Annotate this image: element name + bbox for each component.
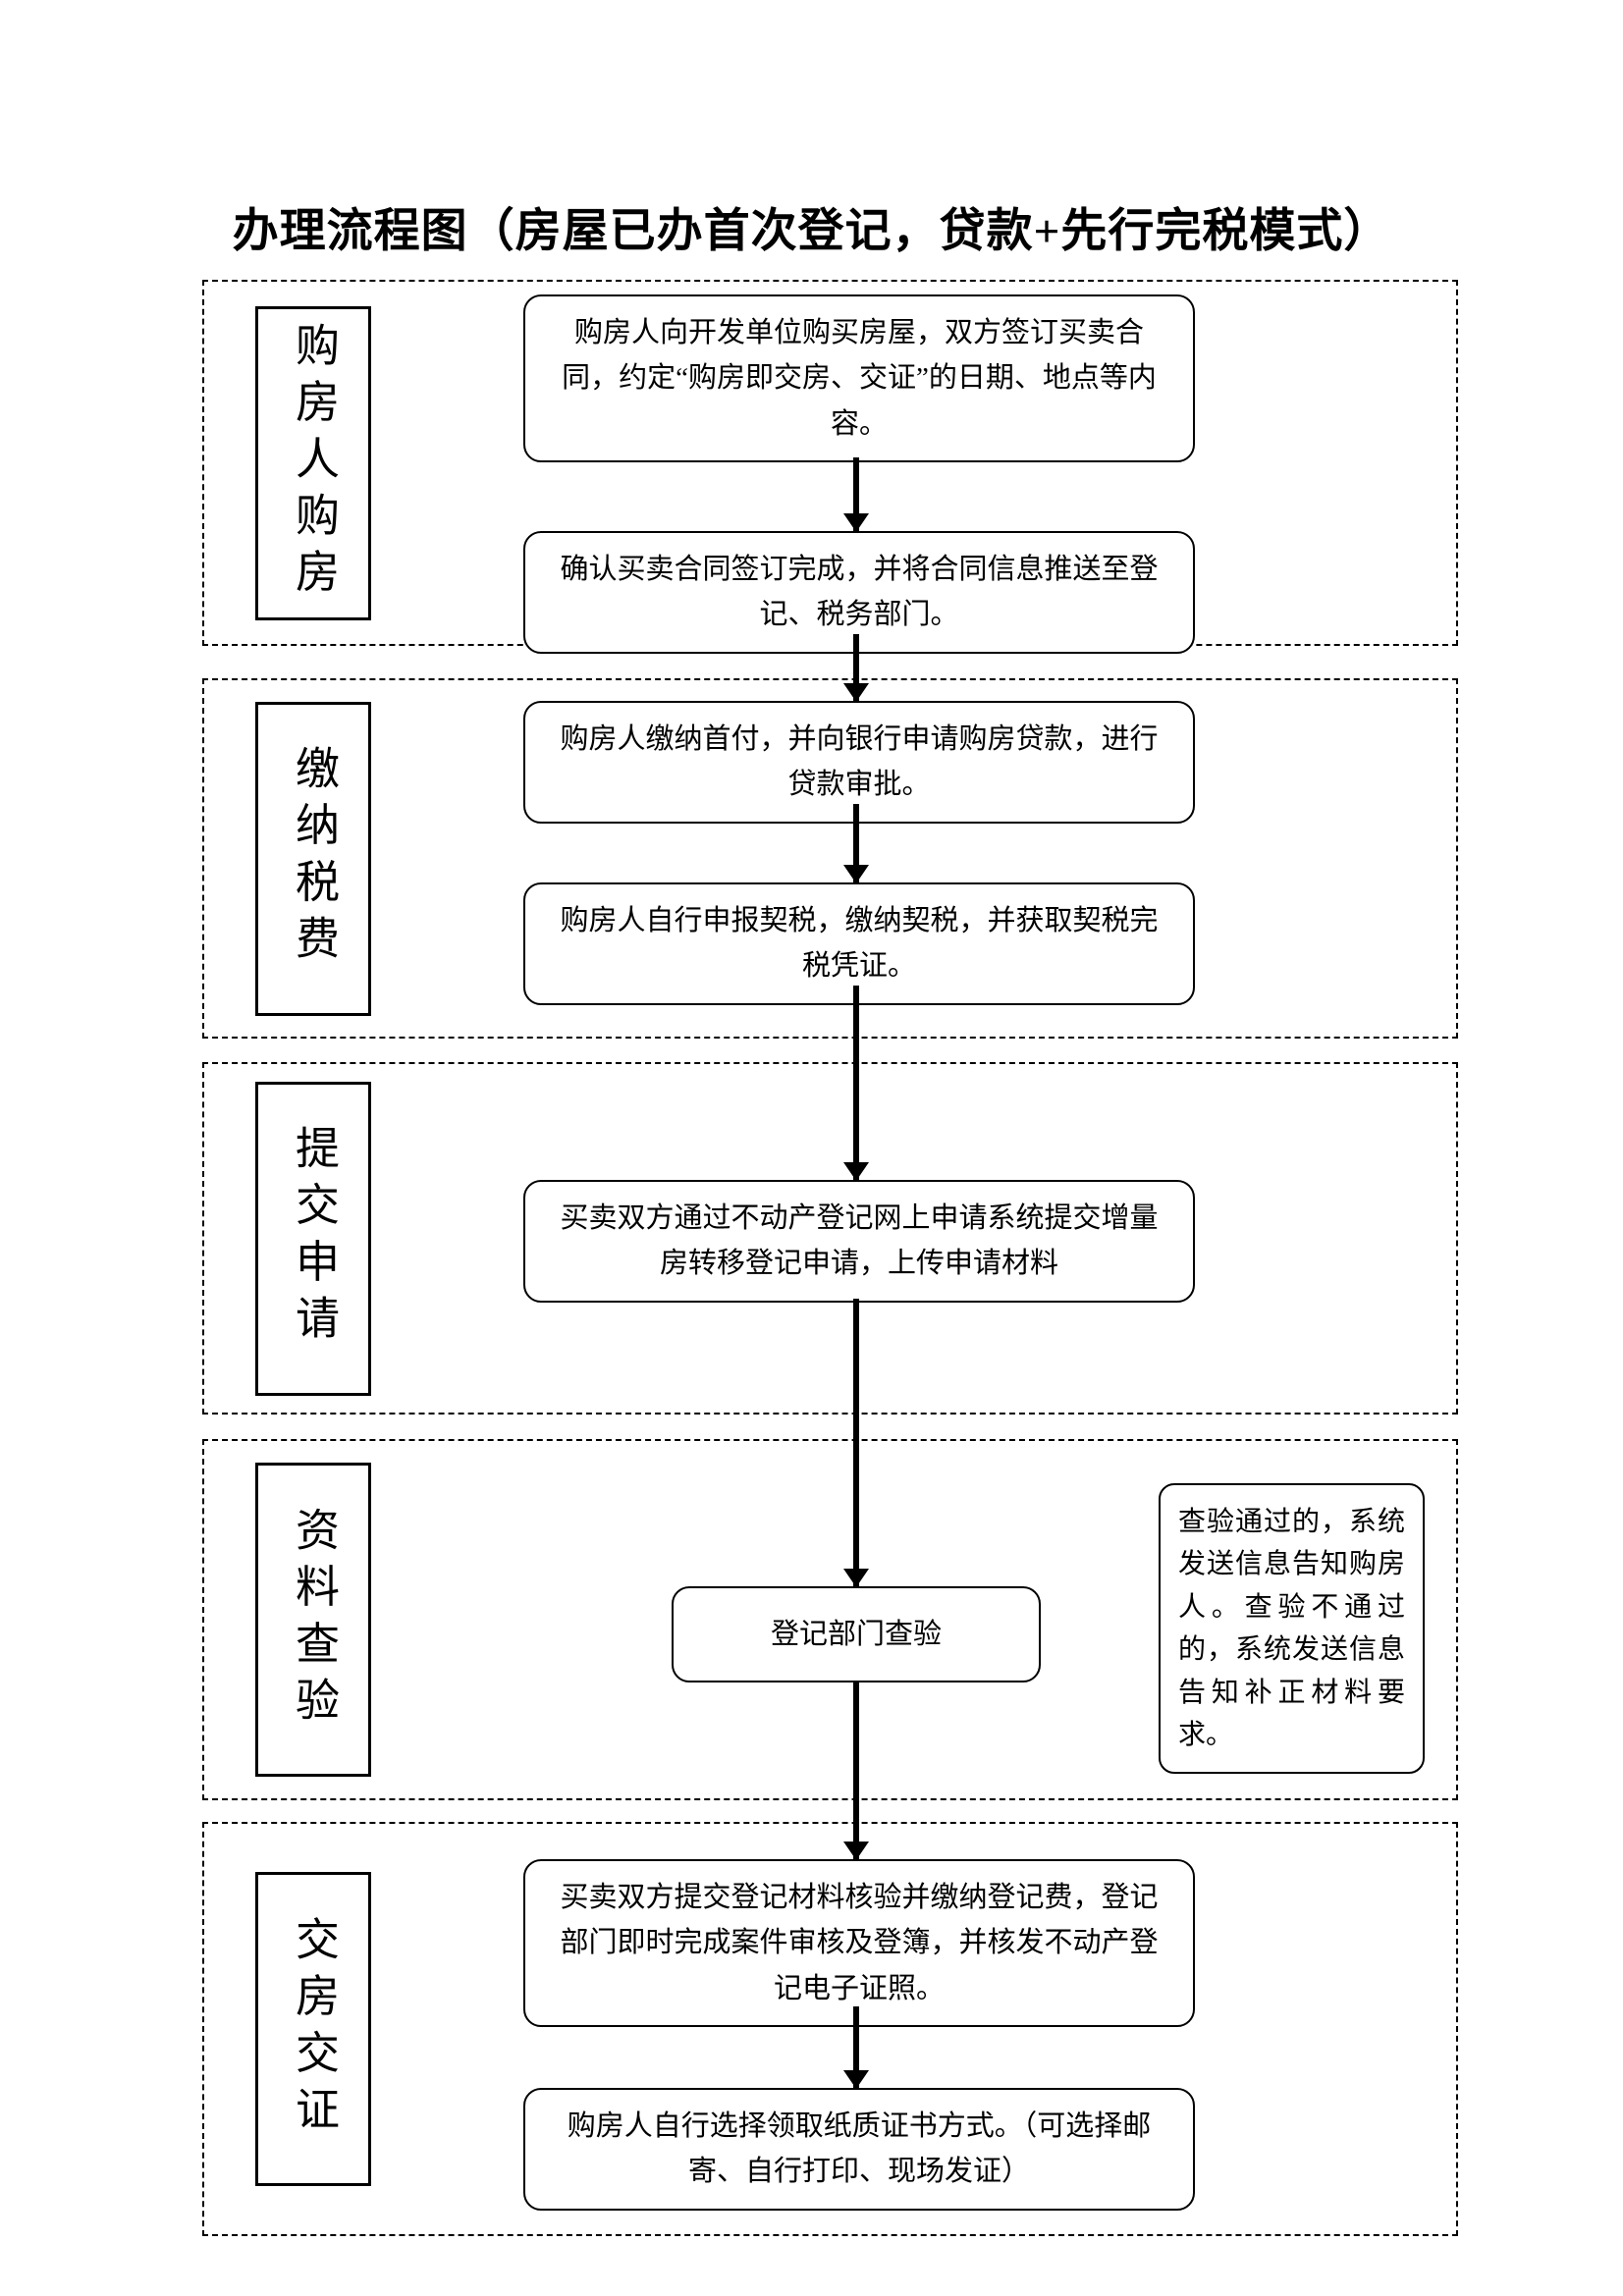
flow-arrow-7 xyxy=(853,2006,859,2088)
step-box-online-application: 买卖双方通过不动产登记网上申请系统提交增量房转移登记申请，上传申请材料 xyxy=(523,1180,1195,1303)
flow-arrow-4 xyxy=(853,986,859,1180)
step-box-confirm-contract: 确认买卖合同签订完成，并将合同信息推送至登记、税务部门。 xyxy=(523,531,1195,654)
section-label-deliver-house-certificate: 交房交证 xyxy=(255,1872,371,2186)
flow-arrow-2 xyxy=(853,634,859,701)
flow-arrow-5 xyxy=(853,1299,859,1586)
section-label-buyer-purchase: 购房人购房 xyxy=(255,305,371,620)
flow-arrow-1 xyxy=(853,457,859,531)
step-box-sign-contract: 购房人向开发单位购买房屋，双方签订买卖合同，约定“购房即交房、交证”的日期、地点… xyxy=(523,294,1195,463)
section-panel-deliver-house-certificate: 交房交证 xyxy=(202,1822,1458,2236)
section-label-submit-application: 提交申请 xyxy=(255,1081,371,1396)
note-box-check-result: 查验通过的，系统发送信息告知购房人。查验不通过的，系统发送信息告知补正材料要求。 xyxy=(1159,1483,1425,1775)
section-label-document-check: 资料查验 xyxy=(255,1463,371,1777)
section-panel-submit-application: 提交申请 xyxy=(202,1062,1458,1415)
step-box-paper-certificate: 购房人自行选择领取纸质证书方式。（可选择邮寄、自行打印、现场发证） xyxy=(523,2088,1195,2211)
section-panel-pay-taxes: 缴纳税费 xyxy=(202,678,1458,1039)
page-title: 办理流程图（房屋已办首次登记，贷款+先行完税模式） xyxy=(232,206,1391,257)
step-box-fee-and-certificate: 买卖双方提交登记材料核验并缴纳登记费，登记部门即时完成案件审核及登簿，并核发不动… xyxy=(523,1859,1195,2028)
step-box-registration-check: 登记部门查验 xyxy=(672,1586,1041,1682)
step-box-deed-tax: 购房人自行申报契税，缴纳契税，并获取契税完税凭证。 xyxy=(523,882,1195,1005)
section-label-pay-taxes: 缴纳税费 xyxy=(255,701,371,1016)
step-box-down-payment-loan: 购房人缴纳首付，并向银行申请购房贷款，进行贷款审批。 xyxy=(523,701,1195,824)
flow-arrow-3 xyxy=(853,804,859,882)
flow-arrow-6 xyxy=(853,1682,859,1859)
section-panel-document-check: 资料查验 xyxy=(202,1439,1458,1800)
